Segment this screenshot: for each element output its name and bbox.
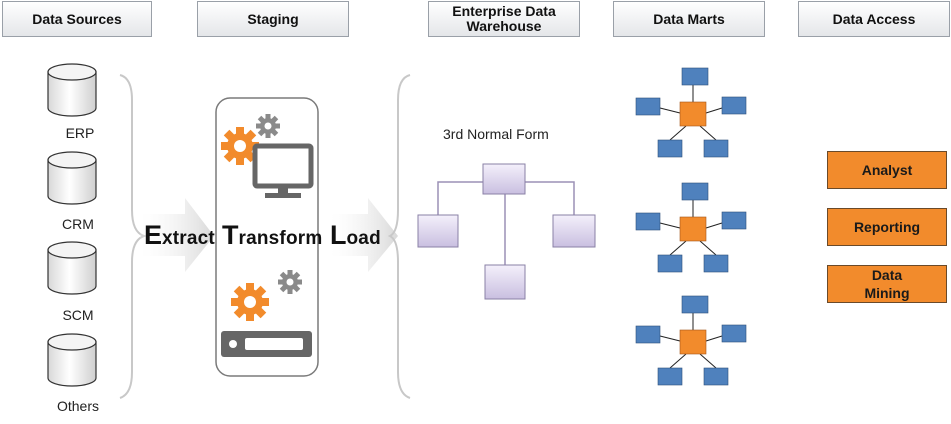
header-data-sources: Data Sources — [2, 1, 152, 37]
server-icon — [221, 331, 312, 357]
header-data-marts: Data Marts — [613, 1, 765, 37]
header-enterprise-data-warehouse: Enterprise Data Warehouse — [428, 1, 580, 37]
source-label-erp: ERP — [65, 125, 95, 141]
cylinder-icon-scm — [47, 241, 97, 295]
third-normal-form-label: 3rd Normal Form — [443, 126, 549, 142]
access-box-reporting: Reporting — [827, 208, 947, 246]
brace-edw — [387, 74, 411, 399]
source-label-scm: SCM — [62, 307, 94, 323]
star-schema-3 — [635, 295, 747, 386]
arrow-extract — [140, 198, 214, 272]
normal-form-diagram — [417, 163, 596, 300]
cylinder-icon-others — [47, 333, 97, 387]
cylinder-icon-erp — [47, 63, 97, 117]
transform-label: Transform — [222, 220, 322, 251]
extract-label: Extract — [144, 220, 215, 251]
arrow-load — [330, 198, 398, 272]
star-schema-1 — [635, 67, 747, 158]
extract-initial: E — [144, 220, 163, 250]
source-label-others: Others — [56, 398, 99, 414]
source-label-crm: CRM — [62, 216, 94, 232]
transform-initial: T — [222, 220, 239, 250]
transform-rest: ransform — [238, 228, 323, 249]
cylinder-icon-crm — [47, 151, 97, 205]
header-data-access: Data Access — [798, 1, 950, 37]
load-rest: oad — [346, 228, 381, 249]
extract-rest: xtract — [162, 228, 215, 249]
load-initial: L — [330, 220, 347, 250]
load-label: Load — [330, 220, 381, 251]
header-staging: Staging — [197, 1, 349, 37]
access-box-analyst: Analyst — [827, 151, 947, 189]
star-schema-2 — [635, 182, 747, 273]
access-box-data-mining: Data Mining — [827, 265, 947, 303]
monitor-icon — [252, 143, 314, 198]
